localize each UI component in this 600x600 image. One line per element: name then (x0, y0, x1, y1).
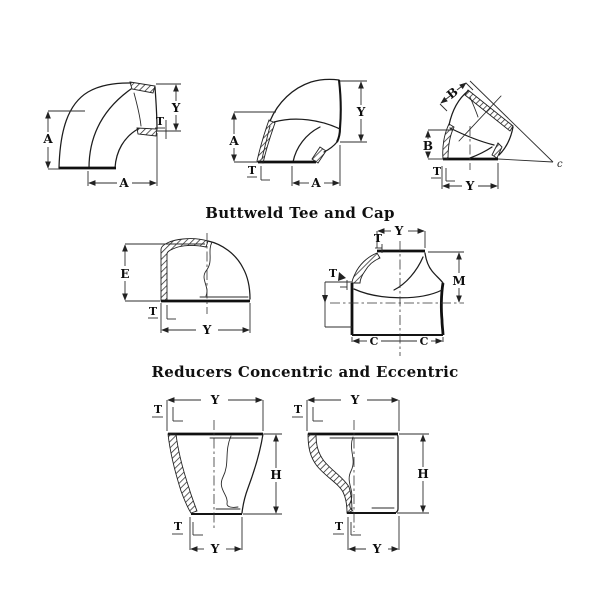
weld-bevel-hatch (160, 238, 209, 302)
dim-label-c-left: C (370, 335, 379, 348)
vertex-label-c: c (557, 159, 563, 170)
figure-tee: Y T T M C C (322, 224, 466, 356)
dim-label-h-right: H (270, 468, 281, 482)
figure-reducer-eccentric: Y T H T Y (292, 393, 429, 556)
dim-label-e-left: E (120, 267, 129, 281)
dim-label-y-bottom: Y (202, 323, 212, 337)
reducer-eccentric-body (307, 420, 399, 532)
tee-body (330, 241, 464, 356)
break-line (220, 435, 239, 508)
weld-bevel-hatch (491, 142, 503, 159)
dim-label-a-bottom: A (310, 176, 321, 190)
dim-label-t: T (149, 305, 158, 318)
section-title-tee-and-cap: Buttweld Tee and Cap (205, 204, 395, 222)
break-line (348, 436, 354, 512)
construction-line (469, 80, 554, 163)
cap-dimensions: E T Y (120, 243, 251, 337)
dim-label-y-bottom: Y (372, 542, 382, 556)
dim-label-t-bottom: T (174, 520, 183, 533)
dim-label-a-left: A (228, 134, 239, 148)
construction-line (497, 158, 554, 163)
weld-bevel-hatch (136, 127, 158, 137)
dim-label-t-bottom: T (335, 520, 344, 533)
dim-label-m-right: M (452, 274, 465, 288)
elbow-sr-dimensions: A A Y T (228, 80, 367, 190)
dim-label-t-top: T (374, 232, 383, 245)
reducer-concentric-body (167, 420, 264, 528)
weld-bevel-hatch (442, 123, 455, 160)
dim-label-t-left: T (329, 267, 338, 280)
dim-label-y-right: Y (356, 105, 366, 119)
down-arrowhead (322, 295, 328, 303)
elbow-45-body: c (442, 80, 563, 170)
weld-bevel-hatch (311, 146, 327, 164)
section-title-reducers: Reducers Concentric and Eccentric (151, 363, 458, 381)
dim-label-t-top: T (294, 403, 303, 416)
weld-bevel-hatch (351, 252, 381, 284)
weld-bevel-hatch (256, 119, 276, 164)
weld-bevel-hatch (129, 81, 156, 94)
weld-bevel-hatch (307, 433, 353, 514)
break-line (203, 241, 213, 297)
figure-reducer-concentric: Y T H T Y (152, 393, 282, 556)
leader-arrowhead (338, 272, 346, 281)
dim-label-y-bottom: Y (210, 542, 220, 556)
dim-label-y-top: Y (394, 224, 404, 238)
figure-elbow-90-short-radius: A A Y T (228, 78, 367, 190)
dim-label-t: T (156, 115, 165, 128)
dim-label-y-top: Y (210, 393, 220, 407)
figure-elbow-45: c B B Y T (423, 80, 563, 193)
tee-dimensions: Y T T M C C (322, 224, 466, 348)
branch-axis-line (458, 95, 502, 142)
figure-elbow-90-long-radius: A A Y T (42, 81, 181, 190)
figure-cap: E T Y (120, 233, 251, 337)
dim-label-h-right: H (417, 467, 428, 481)
weld-bevel-hatch (167, 433, 198, 514)
dim-label-t-top: T (154, 403, 163, 416)
elbow-lr-body (58, 81, 158, 170)
dim-label-t: T (248, 164, 257, 177)
elbow-sr-body (256, 78, 342, 164)
weld-bevel-hatch (464, 89, 514, 132)
cap-body (160, 233, 251, 314)
dim-label-a-left: A (42, 132, 53, 146)
dim-label-b-left: B (423, 139, 433, 153)
dim-label-c-right: C (420, 335, 429, 348)
reducer-concentric-dimensions: Y T H T Y (152, 393, 282, 556)
reducer-eccentric-dimensions: Y T H T Y (292, 393, 429, 556)
dim-label-t: T (433, 165, 442, 178)
dim-label-y-bottom: Y (465, 179, 475, 193)
dim-label-y-top: Y (350, 393, 360, 407)
elbow-lr-dimensions: A A Y T (42, 83, 181, 190)
dim-label-y-right: Y (171, 101, 181, 115)
dim-label-a-bottom: A (118, 176, 129, 190)
